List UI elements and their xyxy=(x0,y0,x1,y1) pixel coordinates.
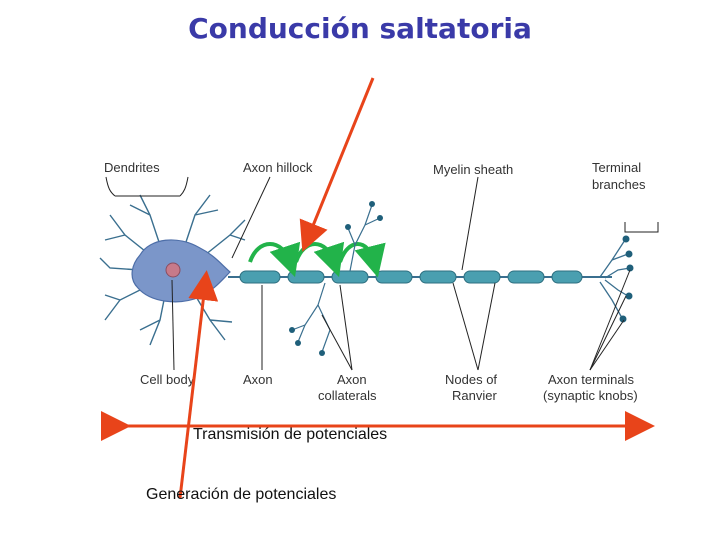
caption-generation: Generación de potenciales xyxy=(146,486,336,504)
myelin-sheath-segments xyxy=(240,271,582,283)
label-dendrites: Dendrites xyxy=(104,160,160,175)
label-nodes-ranvier-1: Nodes of xyxy=(445,372,497,387)
nucleus xyxy=(166,263,180,277)
label-axon-hillock: Axon hillock xyxy=(243,160,313,175)
label-myelin-sheath: Myelin sheath xyxy=(433,162,513,177)
generation-pointer-arrow xyxy=(180,285,205,498)
label-terminal-branches-2: branches xyxy=(592,177,646,192)
label-axon-terminals-1: Axon terminals xyxy=(548,372,634,387)
label-axon: Axon xyxy=(243,372,273,387)
axon-hillock-pointer-arrow xyxy=(308,78,373,238)
label-axon-terminals-2: (synaptic knobs) xyxy=(543,388,638,403)
saltatory-jump-arrows xyxy=(250,244,374,262)
cell-body xyxy=(132,240,230,302)
label-terminal-branches-1: Terminal xyxy=(592,160,641,175)
caption-transmission: Transmisión de potenciales xyxy=(193,426,387,444)
label-axon-collaterals-2: collaterals xyxy=(318,388,377,403)
label-axon-collaterals-1: Axon xyxy=(337,372,367,387)
label-nodes-ranvier-2: Ranvier xyxy=(452,388,497,403)
label-cell-body: Cell body xyxy=(140,372,195,387)
